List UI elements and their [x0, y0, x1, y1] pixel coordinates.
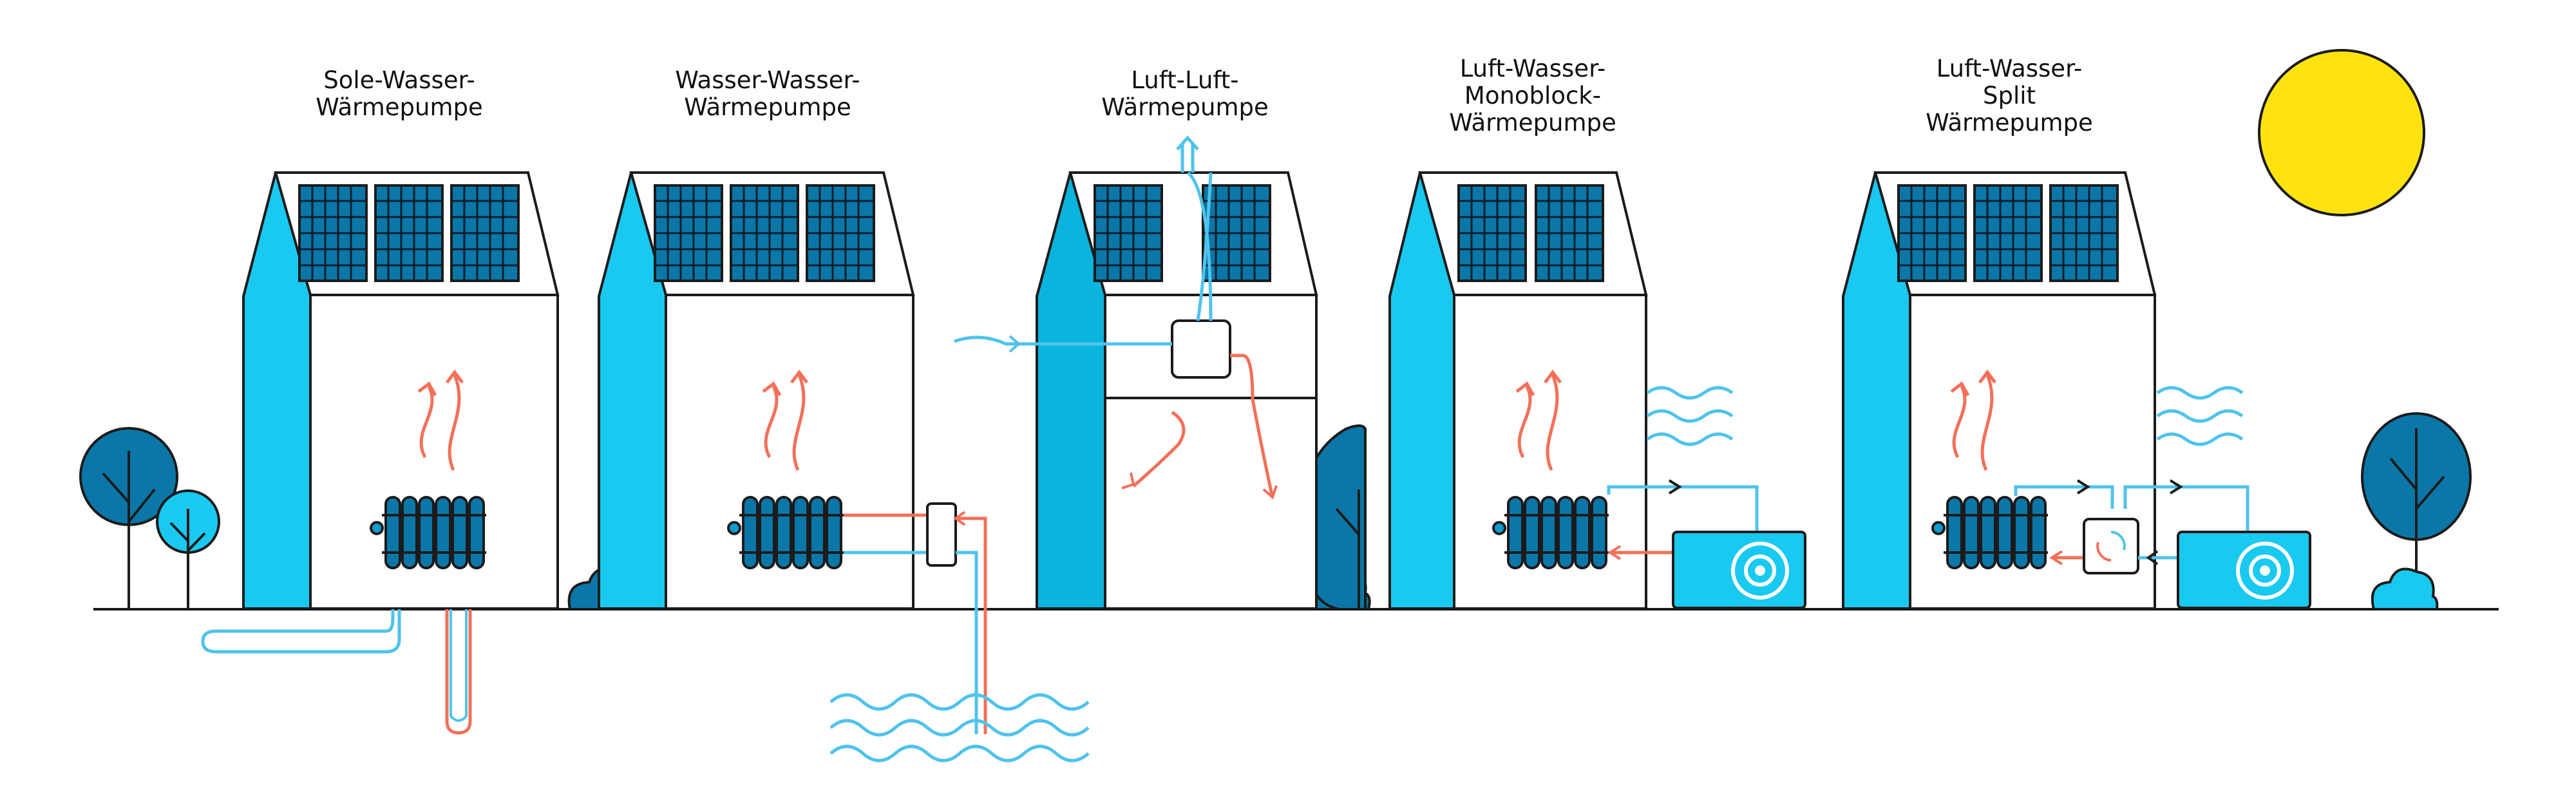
house-sole-wasser	[201, 171, 560, 735]
radiator-icon	[727, 496, 845, 569]
house-luft-wasser-split	[1842, 171, 2310, 610]
solar-panel-icon	[806, 184, 875, 282]
heat-exchanger-icon	[1171, 319, 1231, 379]
solar-panel-icon	[730, 184, 799, 282]
label-line: Wärmepumpe	[1101, 93, 1269, 121]
outdoor-unit-icon	[1673, 532, 1805, 608]
label-wasser-wasser: Wasser-Wasser- Wärmepumpe	[658, 67, 877, 121]
bush-icon	[2371, 567, 2439, 611]
tree-icon	[2361, 412, 2472, 572]
solar-panel-icon	[298, 184, 368, 282]
label-line: Luft-Wasser-	[1459, 55, 1606, 82]
house-luft-luft	[954, 135, 1318, 610]
air-waves-icon	[2157, 388, 2242, 444]
house-luft-wasser-monoblock	[1388, 171, 1805, 610]
label-sole-wasser: Sole-Wasser- Wärmepumpe	[303, 67, 496, 121]
label-line: Wärmepumpe	[1449, 109, 1616, 137]
label-line: Monoblock-	[1464, 82, 1602, 109]
house-wasser-wasser	[598, 171, 1088, 761]
solar-panel-icon	[1202, 184, 1271, 282]
solar-panel-icon	[1973, 184, 2043, 282]
solar-panel-icon	[1535, 184, 1604, 282]
heat-exchanger-icon	[2083, 518, 2139, 574]
sun-icon	[2258, 49, 2425, 216]
solar-panel-icon	[1094, 184, 1163, 282]
heat-pump-box	[926, 502, 957, 567]
label-luft-wasser-monoblock: Luft-Wasser- Monoblock- Wärmepumpe	[1436, 55, 1629, 137]
air-waves-icon	[1647, 388, 1732, 444]
solar-panel-icon	[374, 184, 444, 282]
radiator-icon	[1931, 496, 2049, 569]
outdoor-unit-icon	[2178, 532, 2310, 608]
solar-panel-icon	[1457, 184, 1527, 282]
radiator-icon	[370, 496, 488, 569]
label-line: Luft-Luft-	[1131, 66, 1239, 94]
label-luft-wasser-split: Luft-Wasser- Split Wärmepumpe	[1913, 55, 2106, 137]
label-line: Luft-Wasser-	[1936, 55, 2083, 82]
label-line: Wärmepumpe	[1926, 109, 2093, 137]
label-line: Wärmepumpe	[684, 93, 851, 121]
solar-panel-icon	[450, 184, 520, 282]
label-line: Sole-Wasser-	[323, 66, 475, 94]
solar-panel-icon	[654, 184, 723, 282]
label-luft-luft: Luft-Luft- Wärmepumpe	[1088, 67, 1282, 121]
radiator-icon	[1492, 496, 1610, 569]
solar-panel-icon	[2049, 184, 2119, 282]
label-line: Wärmepumpe	[316, 93, 483, 121]
label-line: Split	[1982, 82, 2036, 109]
tree-icon	[156, 489, 220, 609]
water-waves-icon	[831, 695, 1088, 761]
tree-icon	[79, 427, 178, 609]
solar-panel-icon	[1897, 184, 1967, 282]
label-line: Wasser-Wasser-	[675, 66, 860, 94]
